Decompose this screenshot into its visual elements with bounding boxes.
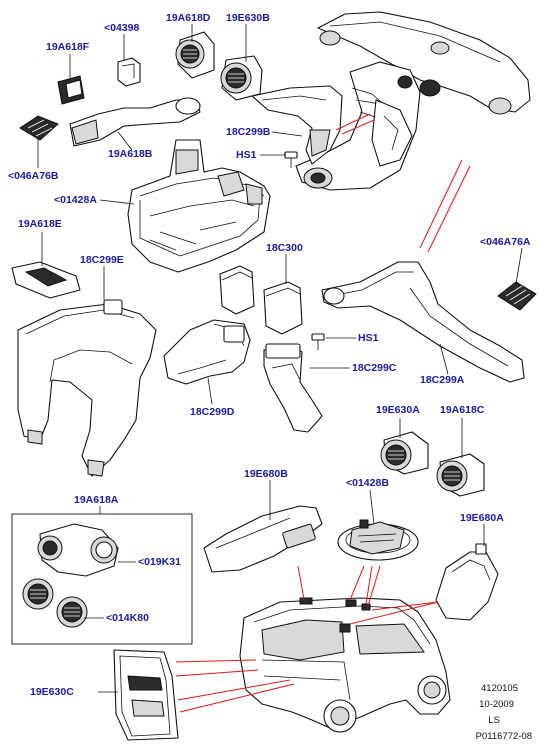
label-HS1-a: HS1	[236, 149, 257, 161]
label-18C299A: 18C299A	[420, 374, 465, 386]
label-01428B: <01428B	[346, 477, 389, 489]
label-19A618D: 19A618D	[166, 12, 211, 24]
dashboard-duct-assembly	[295, 11, 531, 191]
footer-ref: P0116772-08	[475, 731, 532, 742]
label-19A618F: 19A618F	[46, 41, 90, 53]
label-19A618B: 19A618B	[108, 148, 153, 160]
part-046A76A-grille	[497, 281, 537, 311]
label-18C299B: 18C299B	[226, 126, 271, 138]
part-18C299A-duct	[321, 261, 525, 383]
part-01428A-box	[127, 139, 271, 273]
part-18C300	[219, 265, 303, 335]
group-19A618A	[11, 513, 193, 645]
part-19A618F-vent	[57, 75, 85, 105]
part-19A618D-vent	[175, 31, 215, 79]
label-18C300: 18C300	[266, 242, 303, 254]
part-18C299C-duct	[263, 343, 323, 433]
label-046A76B: <046A76B	[8, 170, 59, 182]
label-019K31: <019K31	[138, 556, 181, 568]
part-04398-clip	[117, 57, 141, 87]
part-HS1-screw-a	[284, 151, 298, 168]
label-19E680B: 19E680B	[244, 468, 288, 480]
part-019K31-vent-barrel	[37, 523, 119, 577]
label-19A618E: 19A618E	[18, 218, 62, 230]
label-01428A: <01428A	[54, 194, 97, 206]
part-01428B-assembly	[337, 519, 419, 561]
part-014K80-vent-heads	[22, 578, 88, 628]
part-19E630B-vent	[220, 55, 263, 101]
label-19E680A: 19E680A	[460, 512, 504, 524]
part-HS1-screw-b	[311, 333, 325, 350]
label-19E630B: 19E630B	[226, 12, 270, 24]
label-19A618C: 19A618C	[440, 404, 485, 416]
label-19E630A: 19E630A	[376, 404, 420, 416]
label-19E630C: 19E630C	[30, 686, 74, 698]
part-19E680A	[435, 543, 499, 621]
footer-date: 10-2009	[479, 699, 514, 710]
part-19A618E-vent	[11, 261, 81, 299]
label-04398: <04398	[104, 22, 140, 34]
label-046A76A: <046A76A	[480, 236, 531, 248]
red-location-lines	[175, 113, 471, 713]
label-18C299D: 18C299D	[190, 406, 235, 418]
label-18C299C: 18C299C	[352, 362, 397, 374]
footer-ls: LS	[488, 715, 500, 726]
part-19A618B-duct	[69, 97, 201, 147]
part-19E680B-duct	[203, 505, 323, 573]
vehicle-outline	[239, 597, 451, 733]
label-014K80: <014K80	[106, 612, 149, 624]
part-046A76B-grille	[19, 115, 59, 141]
part-18C299B	[251, 85, 343, 165]
part-18C299D-duct	[163, 319, 251, 385]
leader-lines	[37, 24, 523, 693]
part-19E630C-vent	[113, 649, 179, 741]
part-18C299E-duct	[17, 299, 157, 477]
label-19A618A: 19A618A	[74, 494, 119, 506]
part-19A618C-vent	[436, 453, 485, 497]
footer-code: 4120105	[481, 683, 518, 694]
part-19E630A-vent	[380, 431, 429, 475]
label-18C299E: 18C299E	[80, 254, 124, 266]
label-HS1-b: HS1	[358, 332, 379, 344]
